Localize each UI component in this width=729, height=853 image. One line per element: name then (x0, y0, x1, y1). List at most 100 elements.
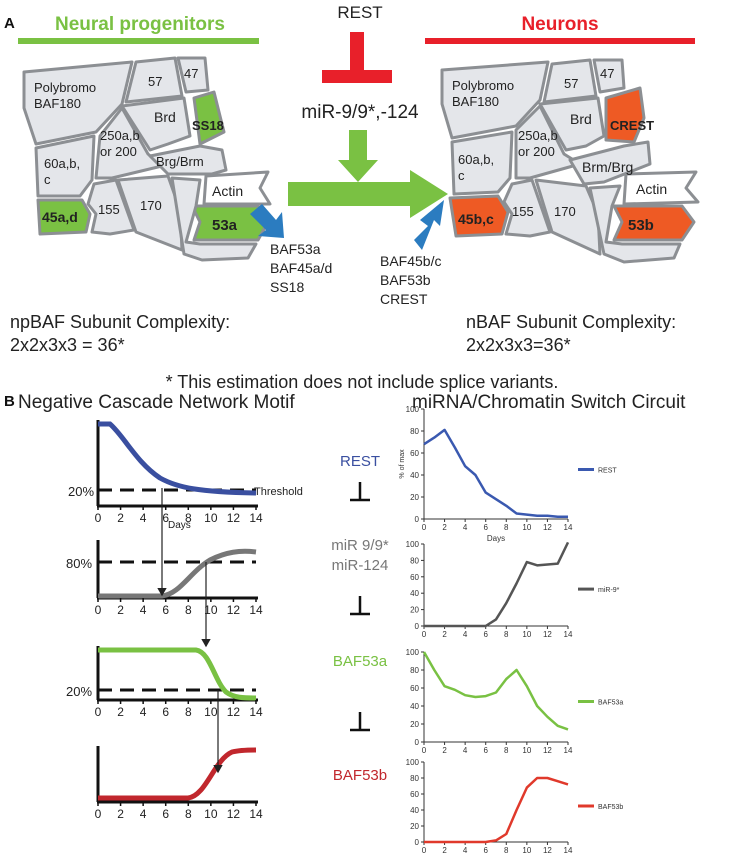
np-bottom-subunit (170, 176, 258, 262)
np-250-label-1: 250a,b (100, 128, 140, 143)
motif-tick-label: 2 (117, 705, 124, 719)
chart-x-tick-label: 12 (543, 746, 552, 755)
nbaf-labels: Polybromo BAF180 57 47 Brd CREST 250a,b … (452, 66, 667, 234)
chart-x-tick-label: 6 (483, 630, 488, 639)
chart-y-tick-label: 0 (415, 622, 420, 631)
chart-y-tick-label: 60 (410, 573, 419, 582)
chart-y-tick-label: 100 (406, 758, 420, 767)
chart-x-tick-label: 4 (463, 630, 468, 639)
chart-x-label: Days (487, 534, 505, 543)
np-brg-label: Brg/Brm (156, 154, 204, 169)
np-ss18-label: SS18 (192, 118, 224, 133)
motif-tick-label: 0 (95, 807, 102, 821)
cascade-baf53a: BAF53a (333, 653, 388, 670)
chart-series-line (424, 776, 569, 844)
motif-tick-label: 12 (227, 511, 241, 525)
motif-tick-label: 6 (162, 705, 169, 719)
chart-x-tick-label: 8 (504, 523, 509, 532)
chart-x-tick-label: 14 (564, 523, 573, 532)
np-exiting-subunits: BAF53a BAF45a/d SS18 (270, 241, 332, 295)
npbaf-labels: Polybromo BAF180 57 47 Brd SS18 250a,b o… (34, 66, 243, 234)
chart-x-tick-label: 12 (543, 523, 552, 532)
n-60-label-1: 60a,b, (458, 152, 494, 167)
chart-y-tick-label: 100 (406, 405, 420, 414)
motif-tick-label: 10 (204, 511, 218, 525)
np-ss18-subunit (192, 90, 226, 146)
motif-tick-label: 4 (140, 807, 147, 821)
np-polybromo-subunit (22, 60, 134, 146)
chart-x-tick-label: 0 (422, 523, 427, 532)
motif-tick-label: 14 (249, 705, 263, 719)
cascade-baf53b: BAF53b (333, 767, 387, 784)
chart-y-tick-label: 0 (415, 838, 420, 847)
n-in-1: BAF45b/c (380, 253, 441, 269)
motif-tick-label: 8 (185, 807, 192, 821)
n-155-subunit (502, 178, 552, 238)
n-entering-subunits: BAF45b/c BAF53b CREST (380, 253, 441, 307)
progenitors-title: Neural progenitors (55, 14, 225, 35)
n-47-label: 47 (600, 66, 614, 81)
chart-x-tick-label: 0 (422, 846, 427, 853)
chart-x-tick-label: 2 (442, 630, 447, 639)
chart-series-line (424, 541, 570, 628)
n-brd-subunit (538, 96, 606, 152)
np-60-subunit (34, 134, 96, 198)
n-45-subunit (448, 194, 510, 238)
mirna-label: miR-9/9*,-124 (301, 102, 419, 123)
chart-x-tick-label: 10 (522, 746, 531, 755)
chart-x-tick-label: 4 (463, 523, 468, 532)
chart-x-tick-label: 6 (483, 523, 488, 532)
n-170-label: 170 (554, 204, 576, 219)
rest-label: REST (337, 3, 382, 22)
np-57-subunit (124, 56, 184, 104)
m2-mirna-curve (98, 548, 257, 599)
motif-tick-label: 4 (140, 705, 147, 719)
n-polybromo-subunit (440, 60, 550, 140)
n-polybromo-label-2: BAF180 (452, 94, 499, 109)
chart-x-tick-label: 8 (504, 846, 509, 853)
chart-y-tick-label: 100 (406, 540, 420, 549)
np-complexity-1: npBAF Subunit Complexity: (10, 312, 230, 332)
motif-plots (96, 420, 258, 804)
n-complexity-1: nBAF Subunit Complexity: (466, 312, 676, 332)
motif-tick-label: 12 (227, 705, 241, 719)
motif-tick-label: 2 (117, 807, 124, 821)
motif-tick-label: 4 (140, 603, 147, 617)
chart-x-tick-label: 10 (522, 630, 531, 639)
chart-x-tick-label: 12 (543, 846, 552, 853)
neurons-underline (425, 38, 695, 44)
np-brd-label: Brd (154, 109, 176, 125)
inhibit-1 (350, 482, 370, 502)
motif-tick-label: 12 (227, 603, 241, 617)
chart-legend-label: REST (598, 468, 617, 475)
np-45-subunit (36, 198, 92, 236)
n-60-subunit (450, 130, 514, 196)
chart-x-tick-label: 10 (522, 523, 531, 532)
chart-y-tick-label: 40 (410, 471, 419, 480)
m4-baf53b-curve (98, 747, 257, 801)
m3-baf53a-curve (98, 647, 257, 701)
n-bottom-subunit (588, 184, 682, 264)
np-155-subunit (86, 178, 136, 236)
chart-y-tick-label: 80 (410, 556, 419, 565)
motif-tick-label: 6 (162, 807, 169, 821)
cascade-inhibition-symbols (350, 482, 370, 732)
np-53a-subunit (190, 204, 270, 242)
chart-y-tick-label: 40 (410, 702, 419, 711)
n-155-label: 155 (512, 204, 534, 219)
np-53a-label: 53a (212, 217, 238, 234)
motif-tick-label: 10 (204, 603, 218, 617)
chart-legend-label: miR-9* (598, 587, 620, 594)
chart-x-tick-label: 10 (522, 846, 531, 853)
np-polybromo-label-1: Polybromo (34, 80, 96, 95)
m1-days-label: Days (168, 520, 191, 531)
chart-y-tick-label: 100 (406, 648, 420, 657)
motif-tick-label: 4 (140, 511, 147, 525)
chart-y-tick-label: 60 (410, 449, 419, 458)
panel-a-label: A (4, 15, 15, 32)
chart-x-tick-label: 2 (442, 746, 447, 755)
m1-threshold-label: Threshold (254, 486, 303, 498)
